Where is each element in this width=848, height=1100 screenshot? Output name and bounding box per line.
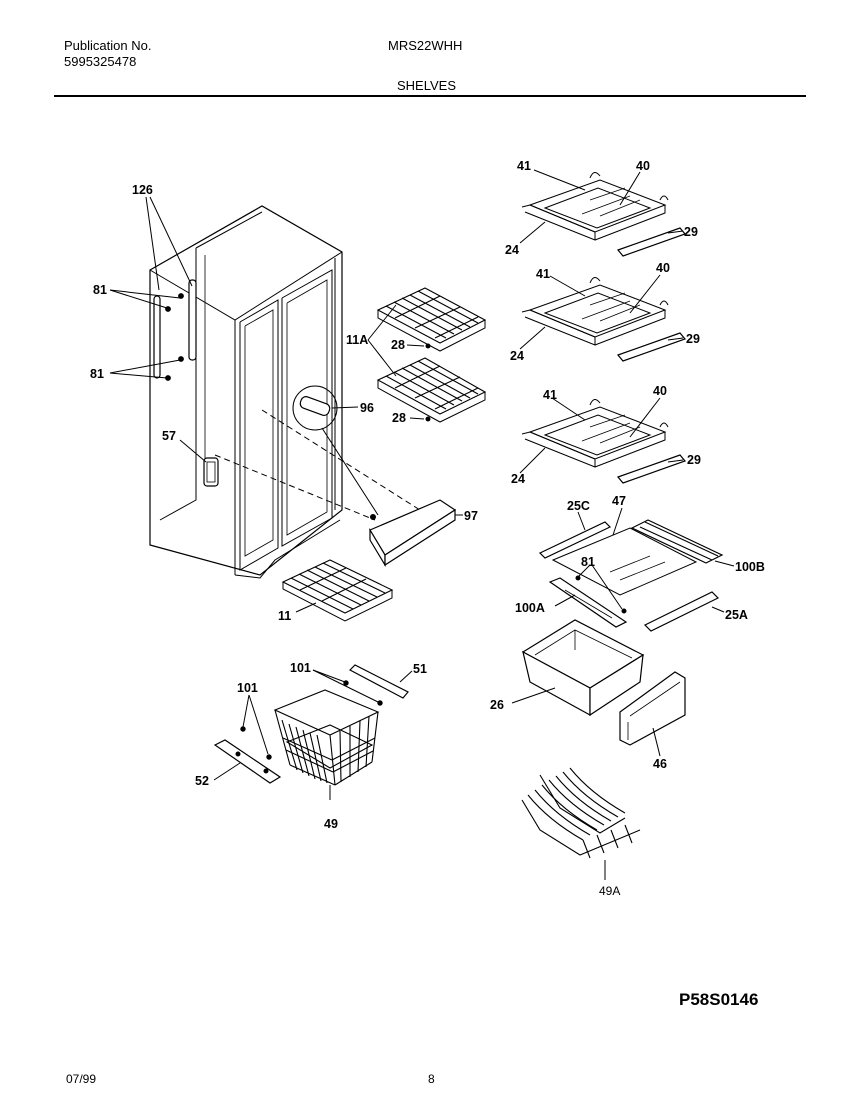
callout-24-shelf2: 24 — [510, 349, 524, 363]
header-rule — [54, 95, 806, 97]
cabinet — [149, 205, 421, 579]
callout-47: 47 — [612, 494, 626, 508]
callout-25A: 25A — [725, 608, 748, 622]
light-housing-57 — [203, 457, 219, 487]
callout-24-shelf3: 24 — [511, 472, 525, 486]
leader-lines — [109, 169, 735, 781]
callout-40-shelf2: 40 — [656, 261, 670, 275]
crisper-front-46 — [619, 671, 686, 746]
callout-101-lower: 101 — [237, 681, 258, 695]
callout-29-shelf2: 29 — [686, 332, 700, 346]
callout-11: 11 — [278, 609, 291, 623]
callout-46: 46 — [653, 757, 667, 771]
callout-41-shelf3: 41 — [543, 388, 557, 402]
callout-81-lower: 81 — [90, 367, 104, 381]
section-title: SHELVES — [397, 78, 457, 93]
callout-81-crisper: 81 — [581, 555, 595, 569]
door-bin-97 — [369, 499, 457, 568]
callout-49: 49 — [324, 817, 338, 831]
callout-24-shelf1: 24 — [505, 243, 519, 257]
glass-shelf-3 — [521, 399, 687, 484]
callout-29-shelf3: 29 — [687, 453, 701, 467]
callout-96: 96 — [360, 401, 374, 415]
crisper-cover-assembly — [538, 519, 724, 632]
callout-11A: 11A — [346, 333, 368, 347]
callout-26: 26 — [490, 698, 504, 712]
callout-labels: 126 81 81 57 11A 28 96 28 97 11 41 40 29… — [90, 159, 765, 898]
callout-28-lower: 28 — [392, 411, 406, 425]
callout-97: 97 — [464, 509, 478, 523]
freezer-wire-shelves — [281, 287, 487, 622]
page-number: 8 — [428, 1072, 435, 1086]
callout-28-upper: 28 — [391, 338, 405, 352]
footer-date: 07/99 — [66, 1072, 97, 1086]
callout-25C: 25C — [567, 499, 590, 513]
callout-126: 126 — [132, 183, 153, 197]
callout-81-upper: 81 — [93, 283, 107, 297]
publication-number: 5995325478 — [64, 54, 137, 69]
callout-100B: 100B — [735, 560, 765, 574]
publication-label: Publication No. — [64, 38, 152, 53]
callout-101-upper: 101 — [290, 661, 311, 675]
freezer-basket-49 — [273, 689, 380, 800]
glass-shelf-1 — [521, 172, 687, 257]
glass-shelf-2 — [521, 277, 687, 362]
callout-51: 51 — [413, 662, 427, 676]
crisper-drawer-26 — [521, 619, 645, 717]
callout-49A: 49A — [599, 884, 620, 898]
callout-40-shelf3: 40 — [653, 384, 667, 398]
callout-57: 57 — [162, 429, 176, 443]
callout-40-shelf1: 40 — [636, 159, 650, 173]
callout-52: 52 — [195, 774, 209, 788]
wire-basket-49A — [521, 767, 641, 880]
callout-100A: 100A — [515, 601, 545, 615]
callout-41-shelf1: 41 — [517, 159, 531, 173]
model-number: MRS22WHH — [388, 38, 463, 53]
callout-41-shelf2: 41 — [536, 267, 550, 281]
basket-rail-51 — [349, 664, 409, 699]
basket-bracket-52 — [213, 739, 282, 784]
callout-29-shelf1: 29 — [684, 225, 698, 239]
diagram-reference: P58S0146 — [679, 990, 759, 1009]
